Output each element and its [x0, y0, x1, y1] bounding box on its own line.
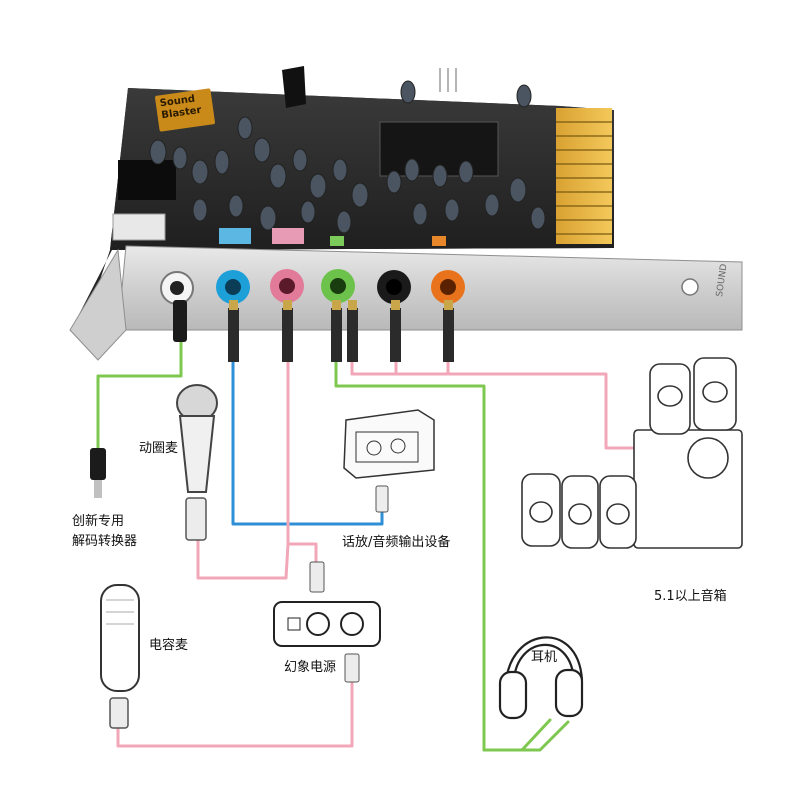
- cable-green-headphones: [334, 360, 552, 752]
- jack-center-sub-out: [431, 270, 465, 304]
- jumper-pins: [439, 68, 457, 92]
- label-decoder-line1: 创新专用: [72, 514, 125, 529]
- cable-pink-phantom-in: [286, 542, 318, 564]
- header-connector: [112, 213, 166, 241]
- label-dynamic-mic: 动圈麦: [139, 441, 179, 456]
- cable-blue-line-in: [231, 360, 384, 526]
- card-bracket: SOUND: [69, 245, 743, 361]
- label-decoder: 创新专用 解码转换器: [72, 512, 137, 552]
- svg-text:SOUND: SOUND: [715, 263, 730, 297]
- sound-card: [70, 66, 614, 332]
- jack-line-in: [216, 270, 250, 304]
- cable-pink-speakers: [350, 360, 634, 450]
- jack-front-out: [321, 269, 355, 303]
- speaker-system-icon: [521, 357, 743, 549]
- jack-mic-in: [270, 269, 304, 303]
- phantom-power-icon: [273, 561, 381, 683]
- label-decoder-line2: 解码转换器: [72, 534, 138, 549]
- dynamic-mic-icon: [176, 384, 218, 541]
- label-headphones: 耳机: [531, 650, 558, 665]
- label-phantom-power: 幻象电源: [284, 660, 337, 675]
- capacitors: [149, 80, 546, 234]
- internal-blue-header: [219, 228, 251, 244]
- label-condenser-mic: 电容麦: [149, 638, 189, 653]
- inductor: [282, 66, 306, 108]
- internal-pink-header: [272, 228, 304, 244]
- brand-logo: Sound Blaster: [154, 88, 216, 132]
- jack-rear-out: [377, 270, 411, 304]
- cable-pink-dynamic-mic: [196, 360, 290, 580]
- decoder-plug-icon: [90, 448, 106, 498]
- power-connector: [118, 160, 176, 200]
- jack-digital-io: [160, 271, 194, 305]
- cable-green-headphones-2: [482, 720, 570, 752]
- preamp-device-icon: [343, 409, 435, 513]
- cable-green-decoder: [96, 340, 183, 452]
- label-speakers: 5.1以上音箱: [654, 589, 727, 604]
- cable-pink-condenser: [116, 680, 354, 748]
- condenser-mic-icon: [100, 584, 140, 729]
- pci-gold-fingers: [556, 108, 612, 244]
- headphones-icon: [498, 636, 584, 720]
- label-playback-device: 话放/音频输出设备: [342, 535, 451, 550]
- plugs: [173, 300, 454, 362]
